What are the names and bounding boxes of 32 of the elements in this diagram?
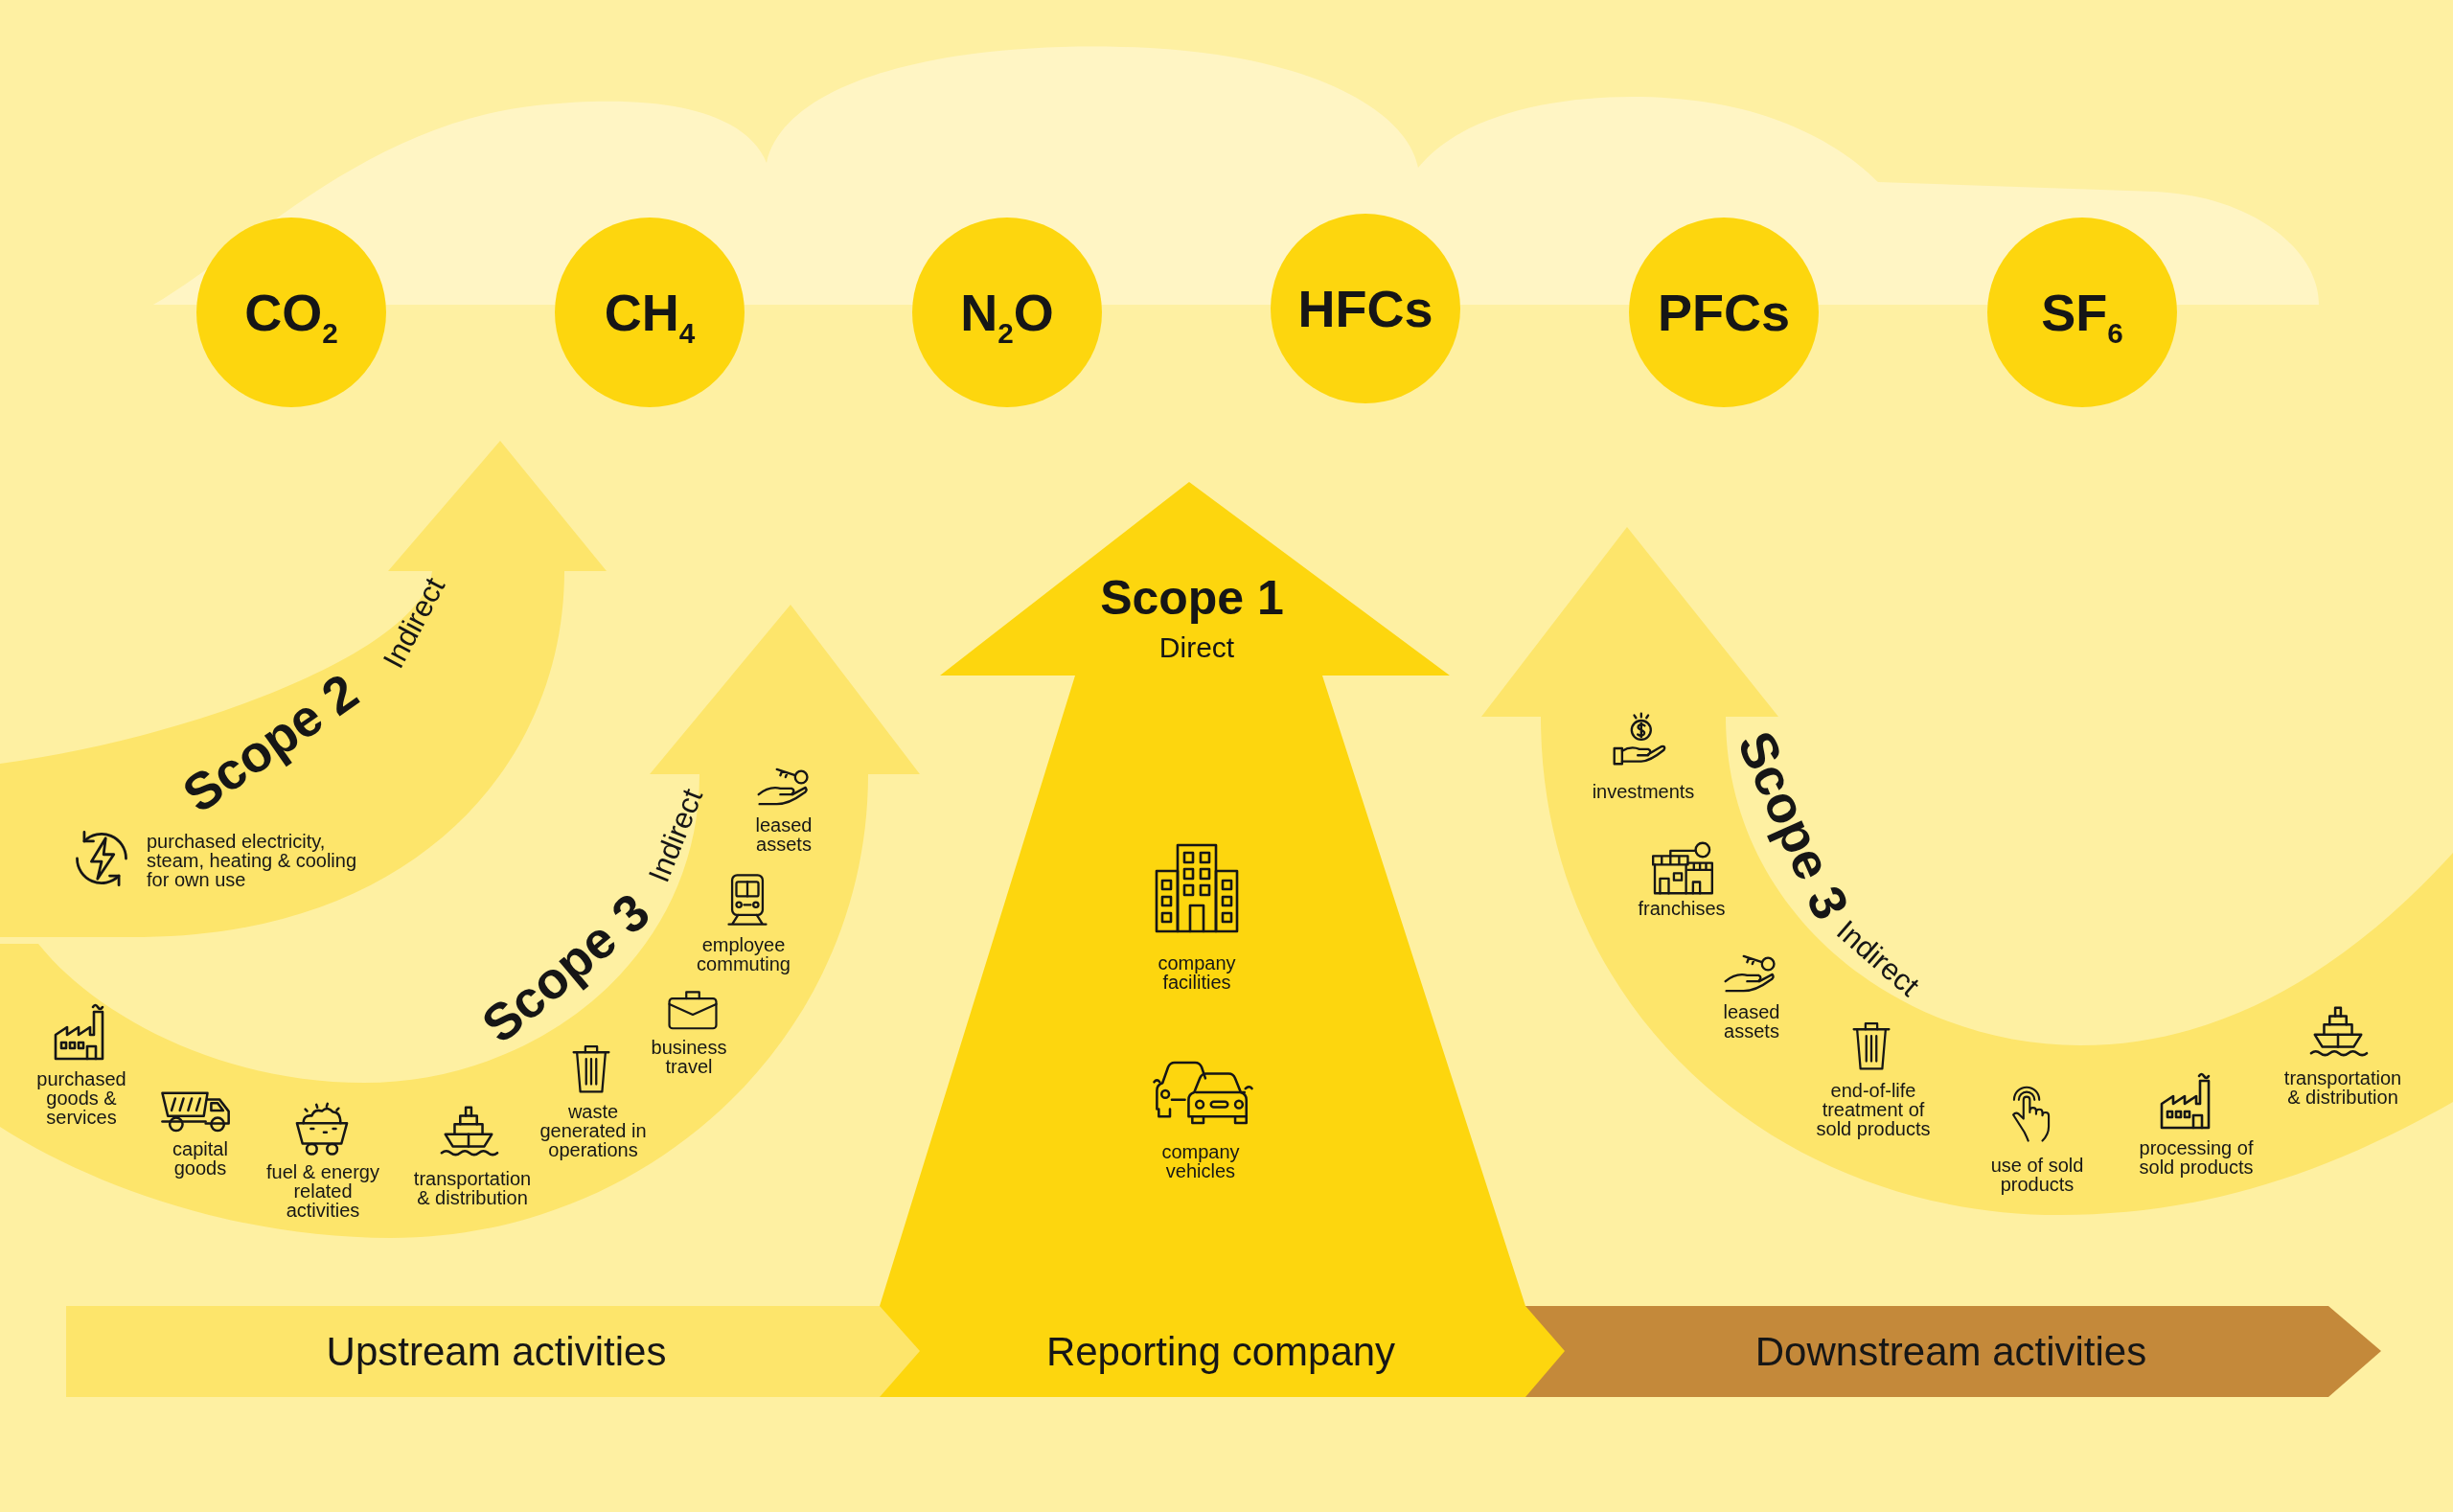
category-label: business travel — [650, 1038, 728, 1076]
category-label: waste generated in operations — [539, 1102, 648, 1159]
category-label: processing of sold products — [2138, 1138, 2255, 1177]
category-label: purchased goods & services — [35, 1069, 127, 1127]
category-label: company vehicles — [1160, 1142, 1241, 1180]
scope-band — [1481, 527, 2453, 1217]
category-label: employee commuting — [696, 935, 791, 974]
scope-type-label: Direct — [1158, 633, 1235, 662]
gas-formula: HFCs — [1297, 280, 1433, 337]
category-label: leased assets — [1722, 1002, 1781, 1041]
gas-formula: PFCs — [1657, 284, 1790, 341]
category-label: leased assets — [754, 815, 814, 854]
category-label: company facilities — [1157, 953, 1237, 992]
category-label: end-of-life treatment of sold products — [1815, 1081, 1932, 1138]
category-label: capital goods — [172, 1139, 229, 1178]
category-label: purchased electricity, steam, heating & cooling for own use — [147, 832, 358, 889]
category-label: use of sold products — [1989, 1156, 2085, 1194]
gas-formula: SF$_{6}$ — [2041, 284, 2123, 341]
category-label: franchises — [1637, 899, 1727, 918]
stage-label: Reporting company — [1045, 1331, 1396, 1372]
stage-band — [1525, 1306, 2381, 1397]
stage-band — [66, 1306, 920, 1397]
stage-label: Downstream activities — [1754, 1331, 2147, 1372]
scope-title: Scope 1 — [1100, 574, 1284, 622]
gas-formula: N$_{2}$O — [960, 284, 1054, 341]
gas-formula: CO$_{2}$ — [244, 284, 338, 341]
gas-formula: CH$_{4}$ — [604, 284, 696, 341]
category-label: investments — [1591, 782, 1696, 801]
category-label: transportation & distribution — [2282, 1068, 2403, 1107]
stage-label: Upstream activities — [326, 1331, 667, 1372]
category-label: fuel & energy related activities — [265, 1162, 380, 1220]
category-label: transportation & distribution — [412, 1169, 533, 1207]
